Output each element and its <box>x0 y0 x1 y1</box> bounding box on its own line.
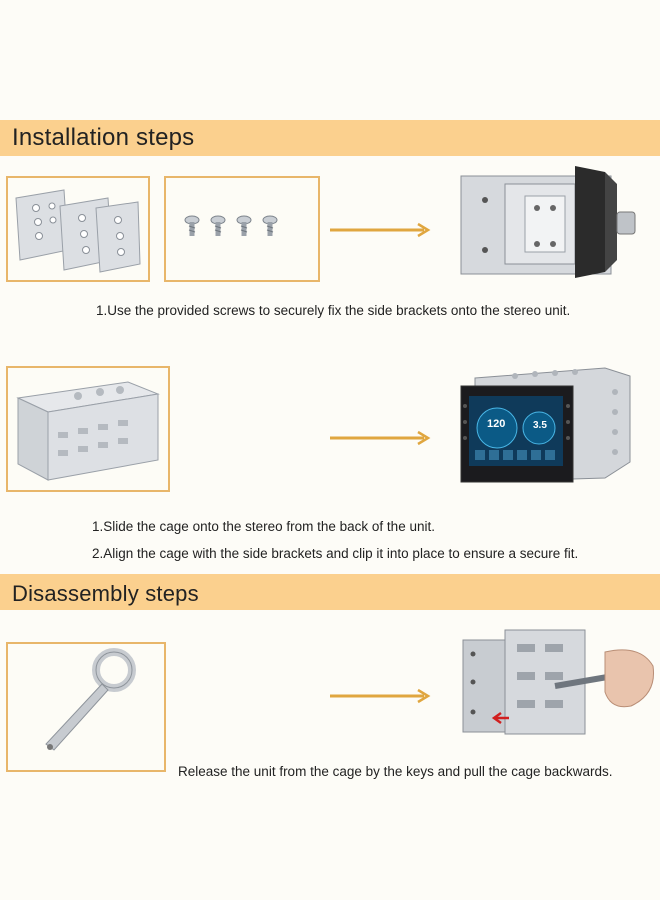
screen-speed-readout: 120 <box>487 418 506 430</box>
step2-caption-1: 1.Slide the cage onto the stereo from th… <box>92 519 435 534</box>
cage-frame <box>6 366 170 492</box>
removal-key-image <box>45 648 136 751</box>
disassembly-header: Disassembly steps <box>0 574 660 610</box>
stereo-in-cage-image: 120 3.5 <box>455 362 640 492</box>
step3-caption: Release the unit from the cage by the ke… <box>178 764 613 779</box>
mounting-cage-image <box>16 381 160 481</box>
screen-value-readout: 3.5 <box>533 420 547 431</box>
step2-caption-2: 2.Align the cage with the side brackets … <box>92 546 579 561</box>
step1-caption: 1.Use the provided screws to securely fi… <box>96 303 571 318</box>
arrow-step3 <box>330 688 431 704</box>
key-frame <box>6 642 166 772</box>
arrow-step2 <box>330 430 431 446</box>
screws-frame <box>164 176 320 282</box>
brackets-frame <box>6 176 150 282</box>
arrow-step1 <box>330 222 431 238</box>
disassembly-title: Disassembly steps <box>12 581 199 606</box>
installation-header: Installation steps <box>0 120 660 156</box>
side-brackets-image <box>15 189 141 273</box>
stereo-with-brackets-image <box>460 166 636 278</box>
installation-title: Installation steps <box>12 124 195 151</box>
key-removal-photo <box>462 629 655 735</box>
screws-image <box>184 215 278 236</box>
